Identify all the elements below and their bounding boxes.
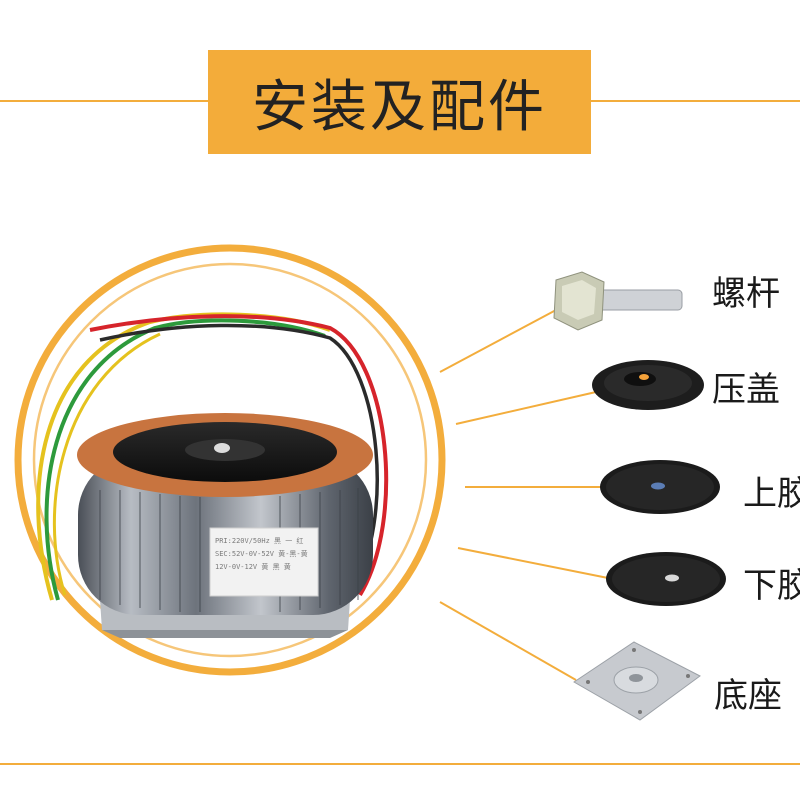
- spec-label: PRI:220V/50Hz 黑 一 红 SEC:52V-0V-52V 黄-黑-黄…: [212, 531, 318, 595]
- product-ring: [14, 244, 446, 676]
- banner-title: 安装及配件: [252, 74, 547, 140]
- spec-line-1: PRI:220V/50Hz 黑 一 红: [215, 537, 304, 545]
- top-rule-left: [0, 100, 208, 102]
- bolt-image: [553, 271, 683, 331]
- spec-line-3: 12V-0V-12V 黄 黑 黄: [215, 563, 291, 571]
- base-plate-image: [573, 641, 701, 721]
- part-label-lower-pad: 下胶: [743, 566, 800, 606]
- toroidal-transformer-image: [36, 312, 389, 638]
- bottom-rule: [0, 763, 800, 765]
- title-banner: 安装及配件: [208, 50, 591, 154]
- connector-bolt: [439, 309, 557, 373]
- part-label-base: 底座: [714, 676, 782, 716]
- spec-line-2: SEC:52V-0V-52V 黄-黑-黄: [215, 550, 308, 558]
- press-cover-image: [592, 360, 704, 410]
- connector-press-cover: [455, 391, 597, 425]
- top-rule-right: [591, 100, 800, 102]
- upper-pad-image: [600, 460, 720, 514]
- part-label-press-cover: 压盖: [712, 370, 780, 410]
- connector-base: [439, 601, 577, 681]
- part-label-bolt: 螺杆: [712, 274, 780, 314]
- lower-pad-image: [606, 552, 726, 606]
- connector-lower-pad: [457, 547, 609, 579]
- part-label-upper-pad: 上胶: [743, 474, 800, 514]
